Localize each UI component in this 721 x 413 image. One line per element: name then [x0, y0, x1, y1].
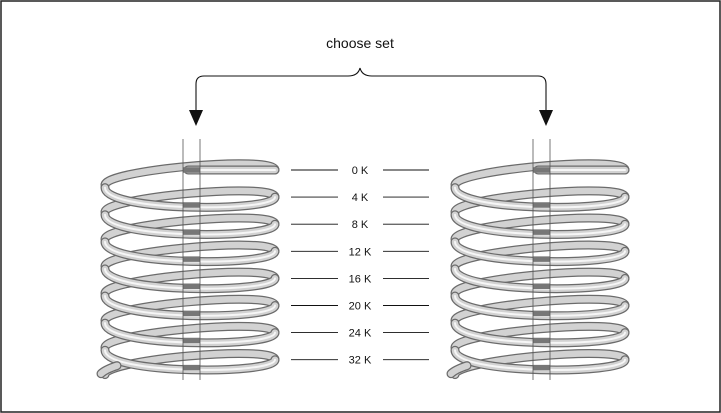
coil-left	[96, 139, 280, 380]
slot-label: 16 K	[349, 273, 372, 285]
slot-label: 8 K	[352, 219, 369, 231]
coil-right	[446, 139, 630, 380]
coil-wire-back	[451, 296, 629, 324]
slot-label: 12 K	[349, 246, 372, 258]
coil-wire-back	[101, 323, 279, 351]
coil-wire-back	[451, 323, 629, 351]
slot-label: 24 K	[349, 328, 372, 340]
coil-tail	[447, 362, 471, 377]
coil-wire-back	[101, 214, 279, 243]
right-arrow-icon	[539, 110, 553, 126]
slot-label: 4 K	[352, 192, 369, 204]
choose-set-brace	[189, 67, 553, 126]
coil-wire-back	[451, 214, 629, 243]
coil-wire-back	[451, 268, 629, 297]
coil-tail	[97, 362, 121, 377]
slot-label: 32 K	[349, 355, 372, 367]
coil-wire-back	[451, 241, 629, 270]
diagram-title: choose set	[326, 35, 394, 51]
coil-wire-back	[101, 268, 279, 297]
slot-label: 20 K	[349, 301, 372, 313]
left-arrow-icon	[189, 110, 203, 126]
slot-label: 0 K	[352, 165, 369, 177]
slot-labels: 0 K 4 K 8 K 12 K 16 K 20 K 24 K 32 K	[291, 165, 429, 367]
coil-wire-back	[451, 187, 629, 216]
brace-line	[195, 67, 547, 112]
coil-wire-back	[101, 187, 279, 216]
coil-wire-back	[101, 241, 279, 270]
coil-wire-back	[101, 296, 279, 324]
